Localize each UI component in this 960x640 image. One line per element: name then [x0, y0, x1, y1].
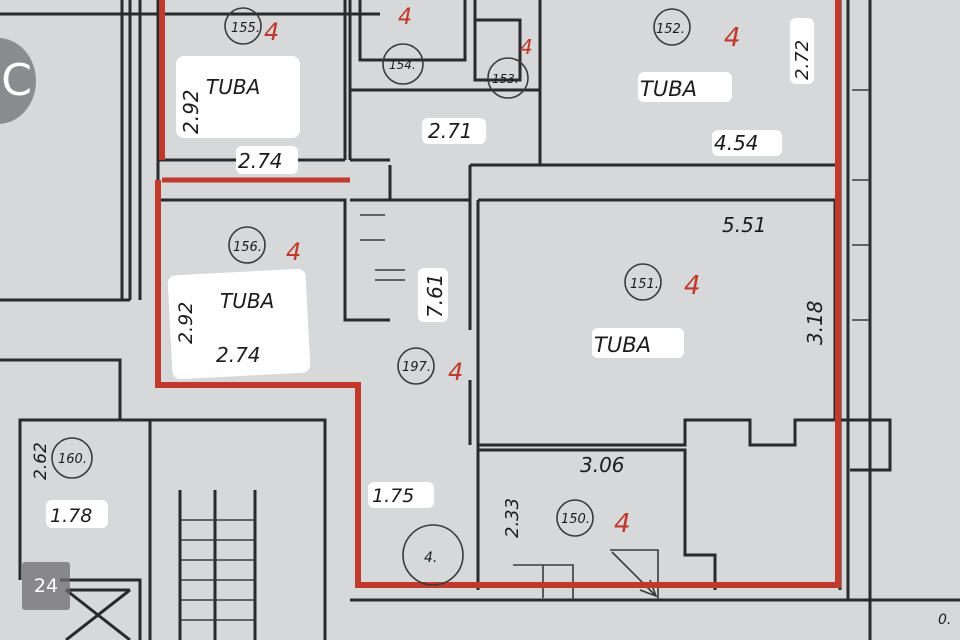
room-150-number: 150.	[561, 512, 590, 527]
apartment-outline	[155, 0, 841, 588]
room-154-number: 154.	[389, 58, 416, 72]
room-153-count: 4	[520, 35, 533, 59]
room-155-count: 4	[264, 18, 279, 46]
overlay-circle-label: C	[1, 55, 32, 106]
room-197-dim-h: 1.75	[372, 485, 414, 507]
room-155-dim-v: 2.92	[179, 89, 203, 134]
room-152-dim-h: 4.54	[714, 131, 759, 155]
room-197-dim-v: 7.61	[423, 273, 447, 318]
hall-dim: 2.71	[428, 119, 473, 143]
room-153-number: 153.	[492, 72, 519, 86]
room-155-dim-h: 2.74	[238, 149, 283, 173]
room-154-count: 4	[398, 5, 412, 30]
corner-text: 0.	[938, 612, 951, 628]
room-156-number: 156.	[233, 240, 262, 255]
room-151-count: 4	[684, 271, 701, 301]
room-156-dim-v: 2.92	[175, 302, 197, 344]
room-160-number: 160.	[58, 452, 87, 467]
room-197-count: 4	[448, 358, 463, 386]
room-156-label: TUBA	[220, 289, 274, 313]
room-151-dim-v: 3.18	[803, 300, 827, 345]
room-150-dim-h: 3.06	[580, 453, 625, 477]
room-156-count: 4	[286, 238, 301, 266]
room-160-dim-v: 2.62	[31, 442, 51, 480]
room-155-number: 155.	[231, 21, 260, 36]
room-150-dim-v: 2.33	[502, 498, 523, 538]
page-number-badge: 24	[22, 562, 70, 610]
room-152-label: TUBA	[640, 77, 697, 101]
room-150-count: 4	[614, 509, 631, 539]
room-156-dim-h: 2.74	[216, 343, 261, 367]
room-155-label: TUBA	[206, 75, 260, 99]
room-151-number: 151.	[630, 277, 659, 292]
room-160-dim-h: 1.78	[50, 505, 92, 527]
room-152-dim-v: 2.72	[792, 40, 813, 80]
room-152-number: 152.	[656, 22, 685, 37]
room-152-count: 4	[724, 23, 741, 53]
room-197-number: 197.	[402, 360, 431, 375]
stair-number: 4.	[424, 550, 437, 566]
room-151-dim-h: 5.51	[722, 213, 767, 237]
room-151-label: TUBA	[594, 333, 651, 357]
